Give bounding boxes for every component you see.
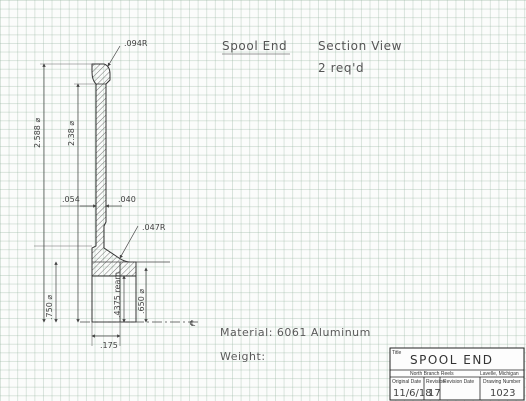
part-section <box>91 63 170 323</box>
dim-radius-top: .094R <box>124 39 148 48</box>
dim-thickness-right: .040 <box>118 195 136 204</box>
dim-hub-length: .175 <box>100 341 118 350</box>
centerline-symbol: ℄ <box>190 319 196 328</box>
company-location: Lavelle, Michigan <box>480 371 519 377</box>
dim-bore-ream: .4375 ream <box>113 272 122 318</box>
company-name: North Branch Reels <box>410 371 454 377</box>
weight-note: Weight: <box>220 350 266 363</box>
wall-section <box>91 63 137 277</box>
drawing-number-label: Drawing Number <box>483 379 521 385</box>
dim-thickness-left: .054 <box>62 195 80 204</box>
dim-radius-fillet: .047R <box>142 223 166 232</box>
drawing-number-value: 1023 <box>490 388 515 399</box>
dim-dia-hub: .650 ⌀ <box>137 289 146 314</box>
dim-dia-outer: 2.588 ⌀ <box>33 118 42 148</box>
quantity-note: 2 req'd <box>318 61 364 75</box>
original-date-value: 11/6/18 <box>393 388 432 399</box>
title-value: SPOOL END <box>410 353 494 367</box>
dimension-lines <box>42 45 148 338</box>
material-note: Material: 6061 Aluminum <box>220 326 371 339</box>
title-label: Title <box>392 350 401 356</box>
heading-part: Spool End <box>222 39 287 53</box>
dim-dia-inner: 2.38 ⌀ <box>67 121 76 146</box>
original-date-label: Original Date <box>392 379 421 385</box>
revision-value: 17 <box>428 388 441 399</box>
heading-view: Section View <box>318 39 402 53</box>
centerline: ℄ <box>80 319 200 328</box>
revision-label: Revision <box>426 379 445 385</box>
revision-date-label: Revision Date <box>443 379 474 385</box>
dim-dia-bottom: .750 ⌀ <box>45 295 54 320</box>
title-block: Title SPOOL END North Branch Reels Lavel… <box>389 347 525 401</box>
